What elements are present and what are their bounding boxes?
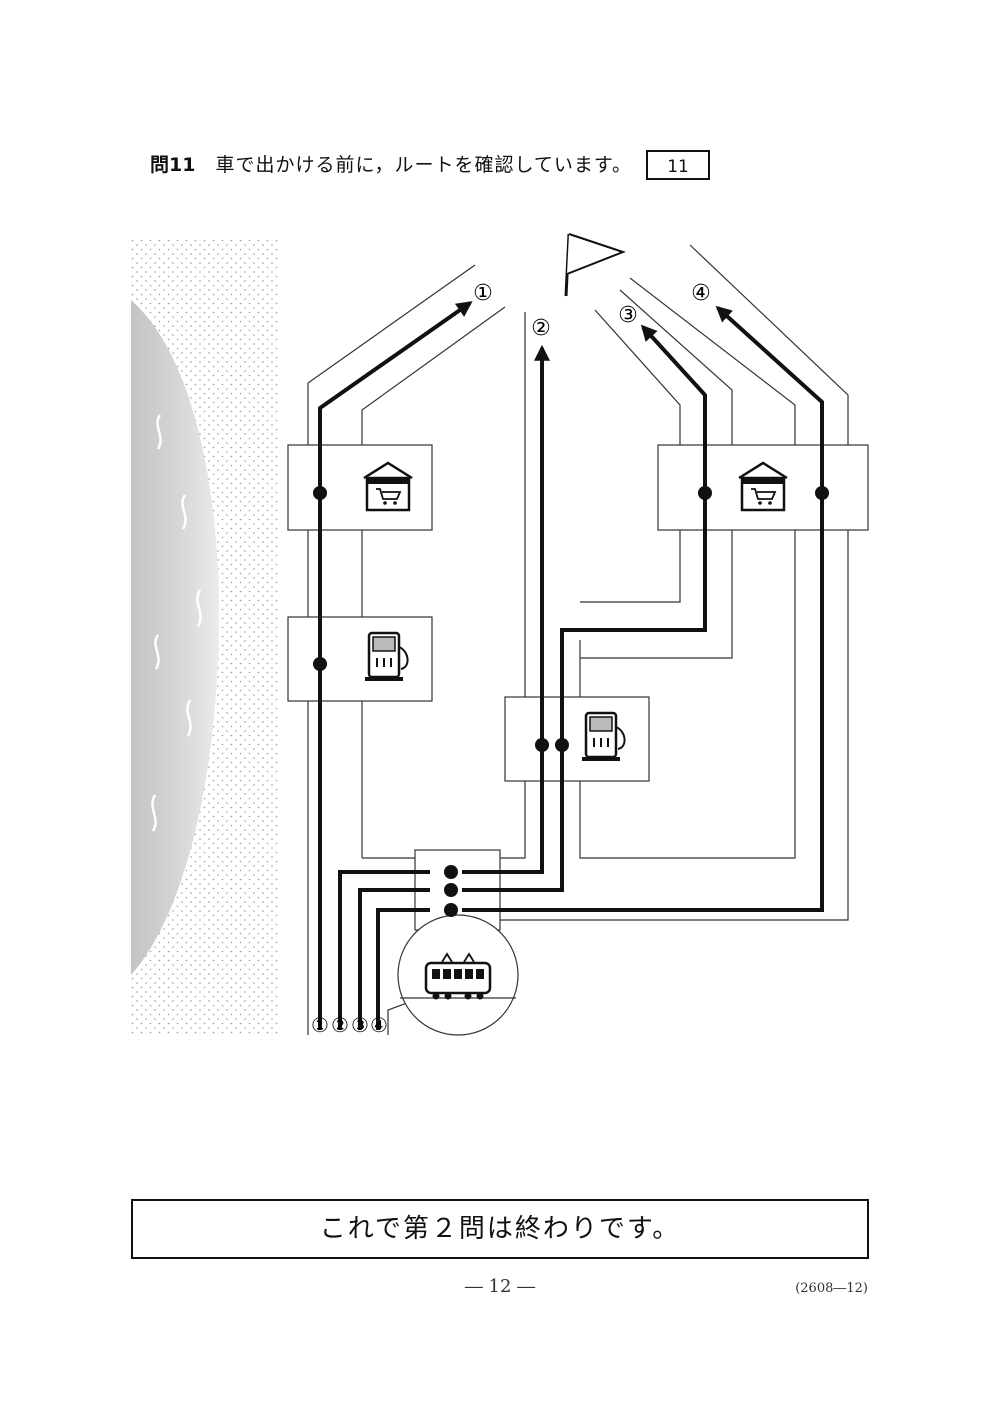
page-number: ― 12 ―	[464, 1276, 536, 1297]
routes	[318, 301, 824, 1030]
gas-station-box-center	[504, 696, 650, 782]
end-message: これで第２問は終わりです。	[319, 1214, 681, 1244]
answer-box[interactable]: 11	[646, 150, 711, 180]
road-outlines	[307, 244, 849, 1035]
route-label-2: ②	[531, 316, 551, 341]
route-3	[358, 324, 707, 1030]
route-label-4: ④	[691, 281, 711, 306]
end-message-box: これで第２問は終わりです。	[131, 1199, 869, 1259]
gas-station-box-left	[287, 616, 433, 702]
shop-icon-right	[738, 461, 788, 512]
route-label-3: ③	[618, 303, 638, 328]
train-icon	[424, 952, 492, 1000]
question-text: 車で出かける前に，ルートを確認しています。	[215, 154, 633, 176]
goal-flag-icon	[564, 233, 626, 297]
shop-box-left	[287, 444, 433, 531]
start-label-1: ①	[311, 1013, 329, 1037]
lake-waves	[151, 414, 202, 832]
page-code: (2608―12)	[795, 1281, 868, 1296]
route-1	[318, 301, 473, 1030]
gas-pump-icon-center	[582, 711, 626, 761]
route-dots	[313, 486, 829, 917]
question-header: 問11 車で出かける前に，ルートを確認しています。 11	[150, 150, 711, 180]
gas-pump-icon-left	[365, 631, 409, 681]
start-label-3: ③	[351, 1013, 369, 1037]
route-label-1: ①	[473, 281, 493, 306]
shop-icon-left	[363, 461, 413, 512]
start-label-4: ④	[370, 1013, 388, 1037]
route-4	[376, 305, 824, 1030]
question-number: 問11	[150, 154, 196, 176]
start-label-2: ②	[331, 1013, 349, 1037]
